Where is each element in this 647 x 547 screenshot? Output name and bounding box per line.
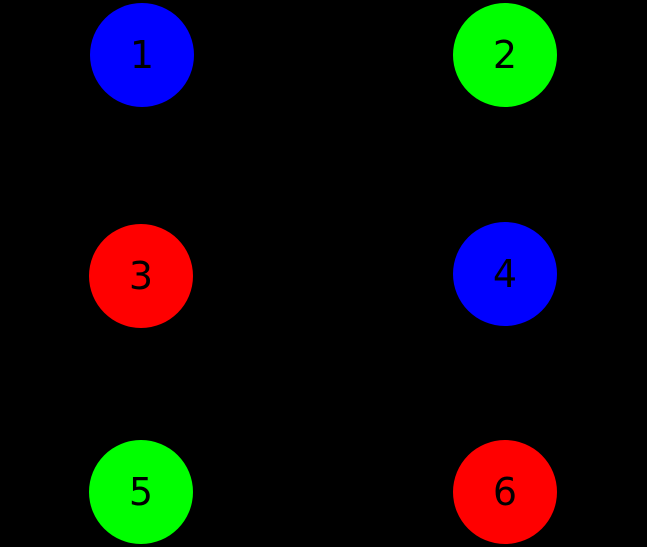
node-label-4: 4 <box>492 252 518 296</box>
graph-node-2: 2 <box>453 3 557 107</box>
graph-node-3: 3 <box>89 224 193 328</box>
graph-node-6: 6 <box>453 440 557 544</box>
node-label-2: 2 <box>492 33 518 77</box>
node-label-3: 3 <box>128 254 154 298</box>
graph-node-4: 4 <box>453 222 557 326</box>
graph-node-5: 5 <box>89 440 193 544</box>
node-label-6: 6 <box>492 470 518 514</box>
node-label-1: 1 <box>129 33 155 77</box>
node-label-5: 5 <box>128 470 154 514</box>
graph-node-1: 1 <box>90 3 194 107</box>
